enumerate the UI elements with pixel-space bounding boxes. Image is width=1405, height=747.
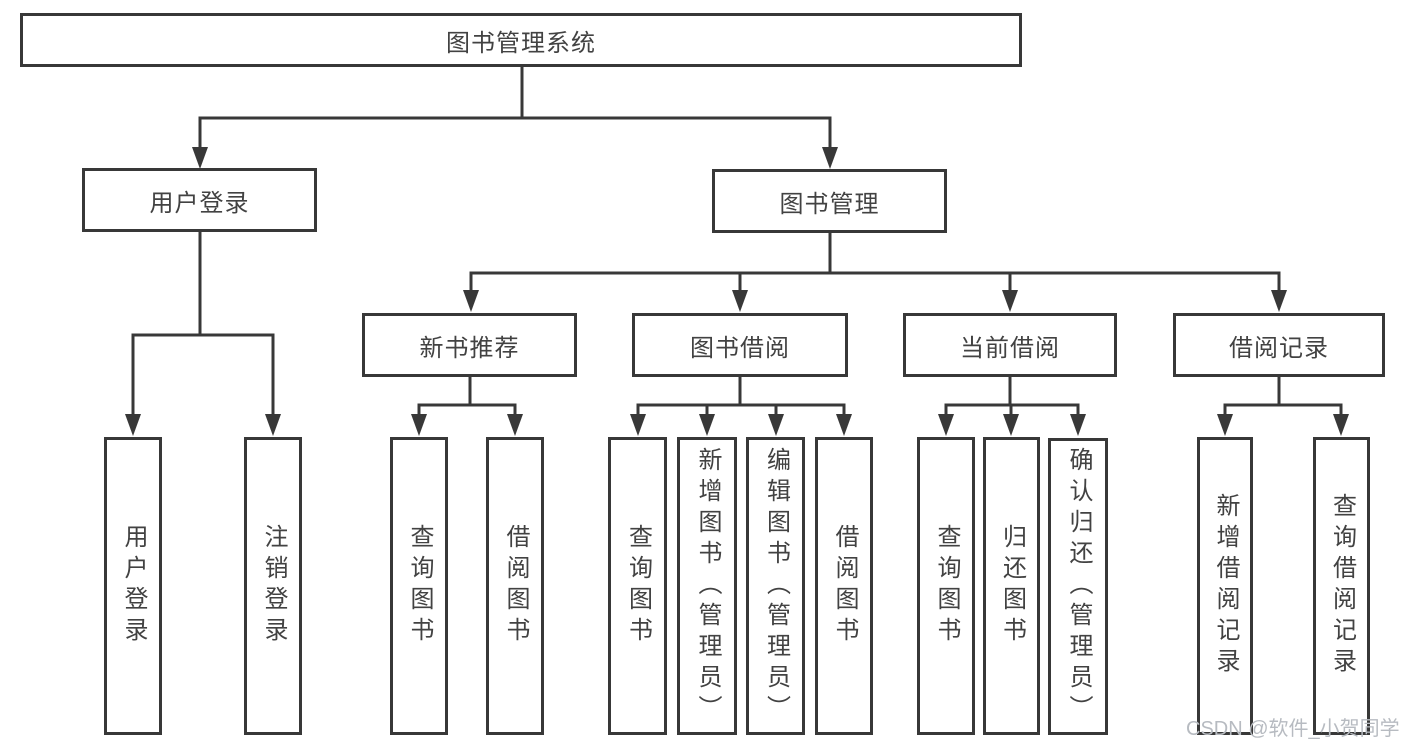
leaf-current-query-book: 查询图书 xyxy=(917,437,975,735)
leaf-borrow-add-book: 新增图书（管理员） xyxy=(677,437,737,735)
connector-user-login-to-leaves xyxy=(125,232,281,436)
node-book-management: 图书管理 xyxy=(712,169,947,233)
leaf-record-query-record: 查询借阅记录 xyxy=(1313,437,1370,735)
leaf-current-confirm-return-label: 确认归还（管理员） xyxy=(1065,447,1092,726)
leaf-borrow-query-book-label: 查询图书 xyxy=(624,524,652,648)
node-user-login-label: 用户登录 xyxy=(149,189,250,217)
node-root-label: 图书管理系统 xyxy=(446,29,596,57)
leaf-current-query-book-label: 查询图书 xyxy=(933,524,960,648)
leaf-newbook-borrow-book: 借阅图书 xyxy=(486,437,544,735)
connector-root-to-level2 xyxy=(192,66,838,169)
leaf-record-query-record-label: 查询借阅记录 xyxy=(1328,493,1356,679)
node-root: 图书管理系统 xyxy=(20,13,1022,67)
leaf-user-login-label: 用户登录 xyxy=(120,524,147,648)
node-new-book-recommend: 新书推荐 xyxy=(362,313,577,377)
leaf-current-return-book-label: 归还图书 xyxy=(998,524,1026,648)
node-borrow-record: 借阅记录 xyxy=(1173,313,1385,377)
leaf-borrow-add-book-label: 新增图书（管理员） xyxy=(694,446,721,726)
leaf-record-add-record: 新增借阅记录 xyxy=(1197,437,1253,735)
leaf-record-add-record-label: 新增借阅记录 xyxy=(1212,493,1239,679)
leaf-newbook-query-book-label: 查询图书 xyxy=(406,524,433,648)
leaf-user-login: 用户登录 xyxy=(104,437,162,735)
leaf-borrow-edit-book: 编辑图书（管理员） xyxy=(746,437,805,735)
connector-book-borrow-to-leaves xyxy=(630,377,852,436)
connector-current-borrow-to-leaves xyxy=(938,377,1086,436)
connector-book-management-to-level3 xyxy=(463,233,1287,312)
node-book-management-label: 图书管理 xyxy=(779,190,880,218)
node-user-login: 用户登录 xyxy=(82,168,317,232)
leaf-newbook-query-book: 查询图书 xyxy=(390,437,448,735)
leaf-borrow-borrow-book: 借阅图书 xyxy=(815,437,873,735)
leaf-logout-label: 注销登录 xyxy=(260,524,287,648)
csdn-watermark: CSDN @软件_小贺同学 xyxy=(1186,718,1400,740)
connector-new-book-to-leaves xyxy=(411,377,523,436)
node-borrow-record-label: 借阅记录 xyxy=(1229,334,1329,362)
node-current-borrow-label: 当前借阅 xyxy=(960,334,1060,362)
node-book-borrow-label: 图书借阅 xyxy=(690,334,790,362)
node-new-book-recommend-label: 新书推荐 xyxy=(419,334,520,362)
leaf-borrow-query-book: 查询图书 xyxy=(608,437,667,735)
leaf-newbook-borrow-book-label: 借阅图书 xyxy=(502,524,529,648)
leaf-logout: 注销登录 xyxy=(244,437,302,735)
leaf-current-confirm-return: 确认归还（管理员） xyxy=(1048,438,1108,735)
connector-borrow-record-to-leaves xyxy=(1217,377,1349,436)
node-current-borrow: 当前借阅 xyxy=(903,313,1117,377)
leaf-current-return-book: 归还图书 xyxy=(983,437,1040,735)
leaf-borrow-edit-book-label: 编辑图书（管理员） xyxy=(762,446,790,726)
leaf-borrow-borrow-book-label: 借阅图书 xyxy=(831,524,858,648)
node-book-borrow: 图书借阅 xyxy=(632,313,848,377)
